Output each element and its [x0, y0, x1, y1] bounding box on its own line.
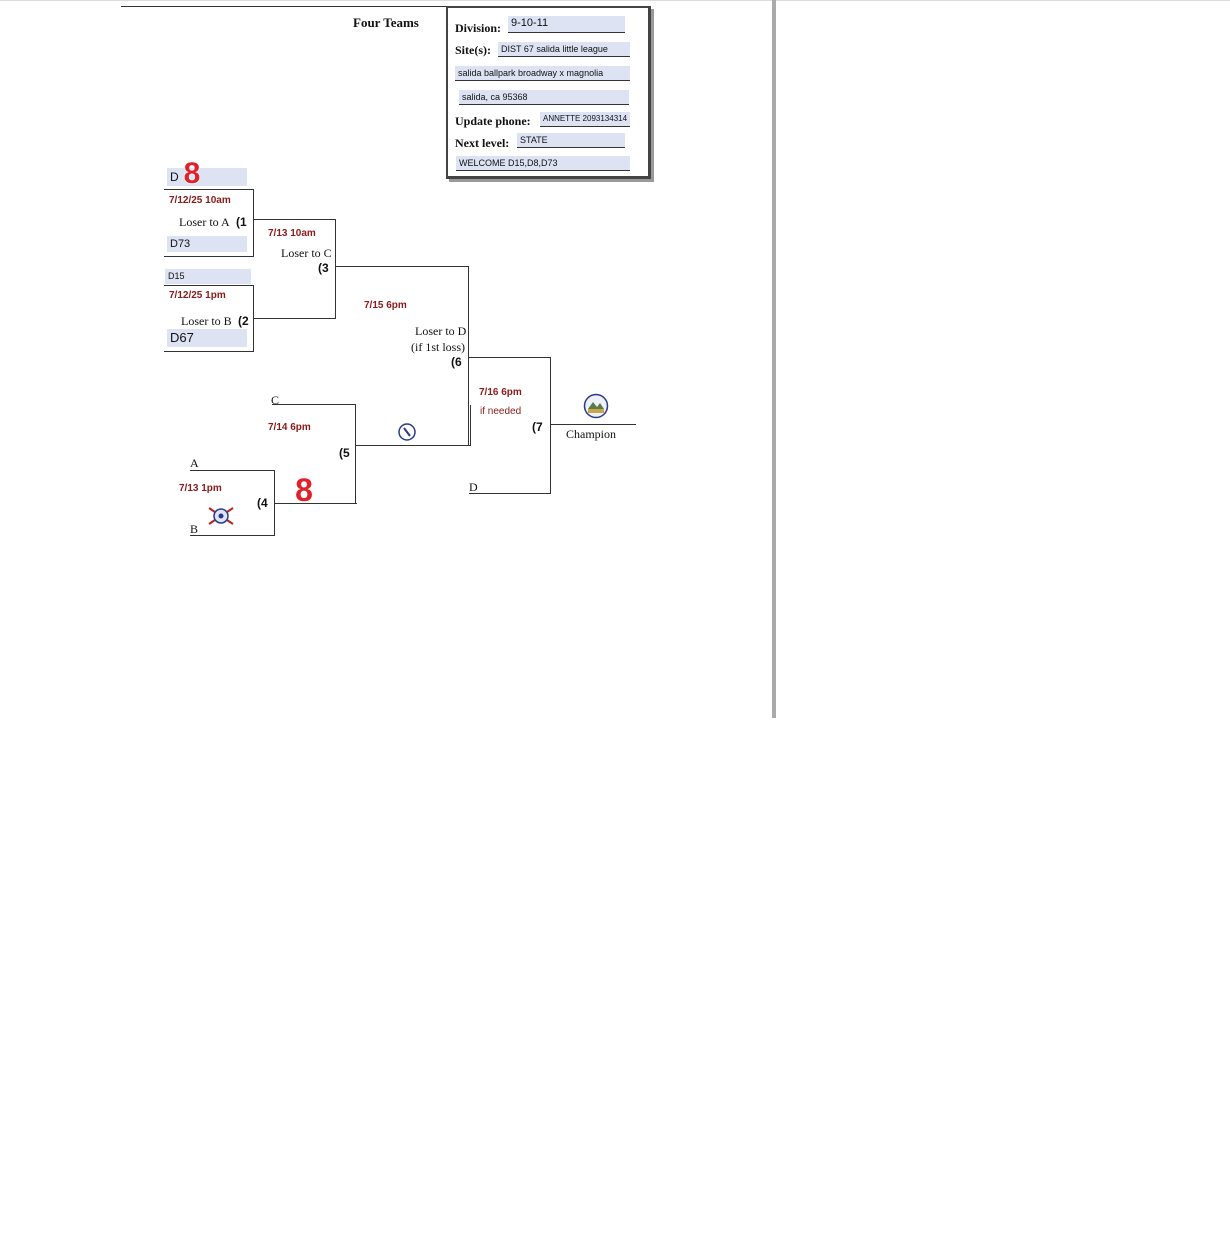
logo-8-top: 8	[178, 155, 206, 191]
top-edge	[0, 0, 1230, 1]
g1-team-bottom-field[interactable]: D73	[167, 236, 247, 252]
page-title: Four Teams	[353, 15, 419, 30]
g1-team-top-field[interactable]: D	[167, 168, 247, 186]
g7-note: if needed	[480, 406, 522, 417]
g2-date: 7/12/25 1pm	[169, 290, 226, 301]
g7-bottom-label: D	[469, 480, 478, 494]
info-box: Division: 9-10-11 Site(s): DIST 67 salid…	[446, 6, 651, 179]
g2-team-bottom-field[interactable]: D67	[167, 329, 247, 347]
site-field-3[interactable]: salida, ca 95368	[459, 90, 629, 105]
g5-date: 7/14 6pm	[268, 422, 311, 433]
g3-number: (3	[318, 261, 329, 275]
division-label: Division:	[455, 21, 502, 35]
champion-label: Champion	[566, 427, 616, 441]
logo-8-glyph: 8	[184, 157, 201, 185]
g2-team-bottom: D67	[170, 330, 194, 345]
welcome-field[interactable]: WELCOME D15,D8,D73	[456, 156, 630, 171]
g6-number: (6	[451, 355, 462, 369]
g3-loser-text: Loser to C	[281, 246, 332, 260]
champion-crest-icon	[583, 393, 609, 419]
g2-loser-text: Loser to B	[181, 314, 232, 328]
g2-team-top-field[interactable]: D15	[165, 269, 251, 284]
california-seal-icon	[398, 423, 416, 441]
next-level-label: Next level:	[455, 136, 510, 150]
g4-top-label: A	[190, 456, 199, 470]
g6-date: 7/15 6pm	[364, 300, 407, 311]
division-field[interactable]: 9-10-11	[508, 16, 625, 33]
next-level-field[interactable]: STATE	[517, 133, 625, 148]
g5-number: (5	[339, 446, 350, 460]
g1-team-top: D	[170, 170, 179, 184]
top-rule	[121, 6, 447, 7]
phone-label: Update phone:	[455, 114, 531, 128]
site-field-1[interactable]: DIST 67 salida little league	[498, 42, 630, 57]
g2-team-top: D15	[168, 271, 185, 281]
g7-number: (7	[532, 420, 543, 434]
g2-number: (2	[238, 314, 249, 328]
g3-date: 7/13 10am	[268, 228, 316, 239]
g1-loser-text: Loser to A	[179, 215, 230, 229]
g6-loser-text: Loser to D	[415, 324, 467, 338]
g1-date: 7/12/25 10am	[169, 195, 231, 206]
g1-team-bottom: D73	[170, 238, 191, 250]
g7-date: 7/16 6pm	[479, 387, 522, 398]
site-field-2[interactable]: salida ballpark broadway x magnolia	[455, 66, 630, 81]
g4-bottom-label: B	[190, 522, 199, 536]
g4-date: 7/13 1pm	[179, 483, 222, 494]
logo-8-glyph-2: 8	[295, 472, 313, 503]
g1-number: (1	[236, 215, 247, 229]
right-page-edge	[772, 0, 776, 718]
phone-field[interactable]: ANNETTE 2093134314	[540, 112, 630, 127]
league-crest-icon	[206, 504, 236, 528]
g6-loser-note: (if 1st loss)	[411, 340, 465, 354]
g4-number: (4	[257, 496, 268, 510]
logo-8-bottom: 8	[289, 471, 319, 509]
g5-top-label: C	[271, 393, 280, 407]
site-label: Site(s):	[455, 43, 491, 57]
